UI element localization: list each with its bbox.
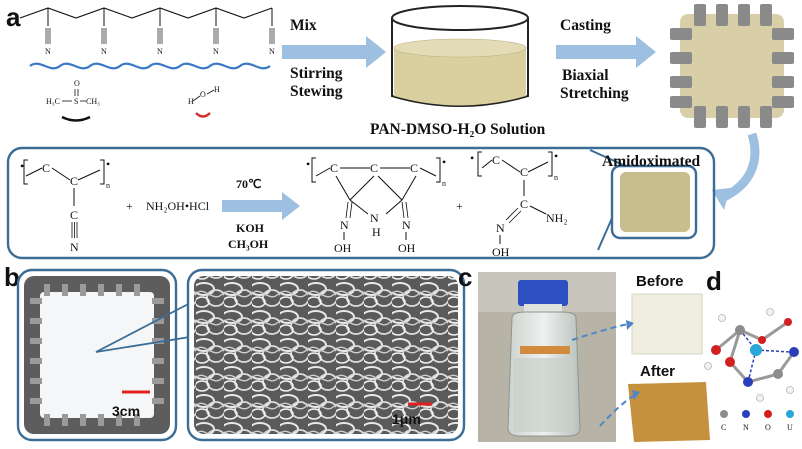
solution-label: PAN-DMSO-H₂O Solution	[370, 121, 546, 138]
svg-text:•: •	[20, 159, 24, 173]
prod2-n: N	[496, 221, 505, 235]
water-h-left: H	[188, 97, 194, 106]
prod1-n-right: N	[402, 218, 411, 232]
panel-label-c: c	[458, 262, 472, 292]
panel-label-a: a	[6, 2, 21, 32]
prod2-nh2: NH₂	[546, 211, 568, 225]
pan-wave	[29, 62, 271, 70]
atom-legend: C N O U	[720, 410, 794, 432]
step-stretching: Stretching	[560, 85, 629, 102]
legend-label-u: U	[787, 423, 793, 432]
membrane-after	[628, 382, 710, 442]
label-after: After	[640, 363, 675, 380]
step-casting: Casting	[560, 17, 611, 34]
arrow-casting	[556, 36, 656, 68]
panel-label-d: d	[706, 266, 722, 296]
stretched-membrane	[670, 4, 794, 128]
amidoximated-label: Amidoximated	[602, 153, 701, 170]
nitrile-n: N	[269, 47, 275, 56]
reaction-temperature: 70℃	[236, 177, 261, 191]
dmso-molecule: H₃C S O CH₃	[46, 79, 100, 122]
step-stewing: Stewing	[290, 83, 343, 100]
svg-text:•: •	[554, 149, 558, 163]
dmso-h3c: H₃C	[46, 97, 60, 106]
svg-text:•: •	[442, 155, 446, 169]
prod2-c1: C	[492, 153, 500, 167]
water-h-right: H	[214, 85, 220, 94]
water-molecule: H O H	[188, 85, 220, 118]
scale-label-sem: 1μm	[392, 411, 421, 427]
reaction-solvent: CH₃OH	[228, 237, 269, 251]
photo-clamps	[30, 284, 164, 426]
amidoximated-membrane	[620, 172, 690, 232]
nitrile-n: N	[157, 47, 163, 56]
arrow-mix	[282, 36, 386, 68]
legend-label-c: C	[721, 423, 726, 432]
pan-repeat-unit: • • C C n C N	[20, 157, 110, 254]
molecular-model	[704, 308, 799, 402]
prod1-n-sub: n	[442, 179, 446, 188]
step-mix: Mix	[290, 17, 317, 34]
prod1-n-left: N	[340, 218, 349, 232]
product-amidoxime: • • C C n C NH₂ N OH	[470, 149, 568, 259]
membrane-photo: 3cm	[16, 268, 178, 442]
svg-text:•: •	[306, 157, 310, 171]
legend-dot-n	[742, 410, 750, 418]
legend-dot-o	[764, 410, 772, 418]
plus-1: +	[126, 199, 133, 213]
reagent: NH₂OH•HCl	[146, 199, 210, 213]
prod1-h: H	[372, 225, 381, 239]
scale-label-photo: 3cm	[112, 403, 140, 419]
legend-dot-c	[720, 410, 728, 418]
prod2-c2: C	[520, 165, 528, 179]
prod1-n-mid: N	[370, 211, 379, 225]
step-biaxial: Biaxial	[562, 67, 609, 84]
water-o: O	[200, 90, 206, 99]
panel-label-b: b	[4, 262, 20, 292]
dmso-ch3: CH₃	[86, 97, 100, 106]
sem-image: 1μm	[186, 268, 466, 442]
prod1-c2: C	[370, 161, 378, 175]
label-before: Before	[636, 273, 684, 290]
reaction-base: KOH	[236, 221, 265, 235]
prod2-c3: C	[520, 197, 528, 211]
pan-n-sub: n	[106, 181, 110, 190]
prod1-c3: C	[410, 161, 418, 175]
arrow-reaction	[222, 192, 300, 220]
clamps	[670, 4, 794, 128]
pan-c3: C	[70, 208, 78, 222]
svg-text:•: •	[470, 151, 474, 165]
prod1-oh-left: OH	[334, 241, 352, 255]
dmso-o: O	[74, 79, 80, 88]
nitrile-n: N	[213, 47, 219, 56]
product-cyclic-amidoxime: • • C C C n N N H N OH OH	[306, 155, 446, 255]
legend-label-o: O	[765, 423, 771, 432]
pan-n: N	[70, 240, 79, 254]
pan-c2: C	[70, 174, 78, 188]
legend-dot-u	[786, 410, 794, 418]
reaction-box	[6, 146, 716, 260]
step-stirring: Stirring	[290, 65, 343, 82]
nitrile-n: N	[101, 47, 107, 56]
prod2-n-sub: n	[554, 173, 558, 182]
prod1-oh-right: OH	[398, 241, 416, 255]
beaker-solution	[391, 5, 529, 107]
prod1-c1: C	[330, 161, 338, 175]
bottle-photo	[478, 272, 616, 442]
pan-c1: C	[42, 161, 50, 175]
prod2-oh: OH	[492, 245, 510, 259]
legend-label-n: N	[743, 423, 749, 432]
svg-text:•: •	[106, 157, 110, 171]
dmso-s: S	[74, 97, 78, 106]
nitrile-n: N	[45, 47, 51, 56]
membrane-before	[631, 293, 703, 355]
arrow-amidoximation	[719, 132, 760, 203]
plus-2: +	[456, 199, 463, 213]
